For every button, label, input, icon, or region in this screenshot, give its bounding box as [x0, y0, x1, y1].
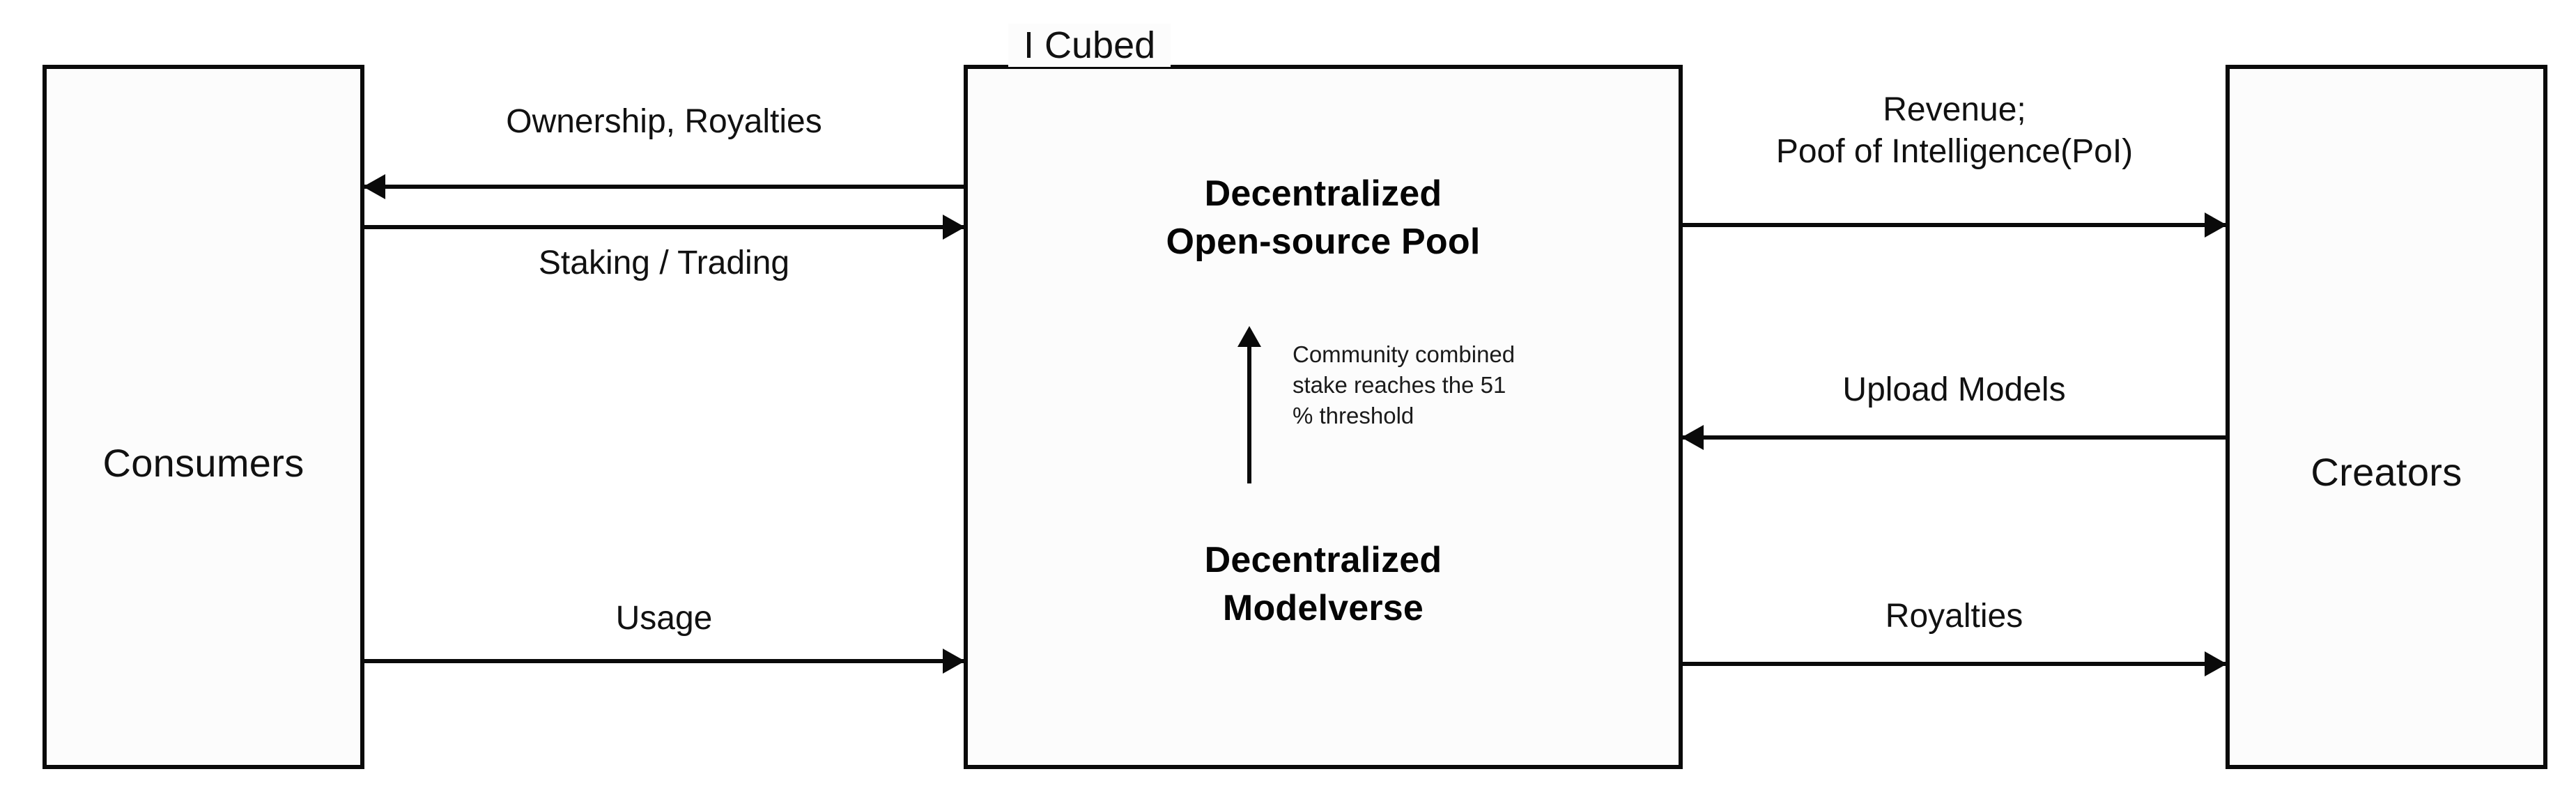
edge-ownership-royalties-label: Ownership, Royalties — [506, 103, 822, 140]
edge-upload-models-label: Upload Models — [1842, 371, 2066, 408]
arrow-head-right-icon — [943, 649, 965, 674]
threshold-note: Community combined stake reaches the 51 … — [1293, 341, 1515, 428]
arrow-head-left-icon — [363, 174, 385, 199]
edge-staking-trading — [364, 215, 965, 240]
edge-usage-label: Usage — [615, 600, 713, 637]
node-i-cubed-title-bottom: Decentralized Modelverse — [1204, 540, 1442, 629]
edge-revenue-poi-label: Revenue; Poof of Intelligence(PoI) — [1775, 91, 2134, 171]
threshold-up-arrow-icon — [1237, 326, 1261, 483]
arrow-head-right-icon — [2205, 651, 2227, 676]
arrow-head-left-icon — [1681, 425, 1704, 450]
edge-revenue-poi — [1683, 212, 2227, 238]
arrow-head-right-icon — [943, 215, 965, 240]
edge-royalties-label: Royalties — [1885, 598, 2023, 635]
edge-staking-trading-label: Staking / Trading — [538, 245, 790, 281]
arrow-head-right-icon — [2205, 212, 2227, 238]
node-i-cubed-title-top: Decentralized Open-source Pool — [1166, 173, 1481, 263]
node-creators: Creators — [2226, 65, 2547, 769]
edge-upload-models — [1681, 425, 2226, 450]
node-consumers: Consumers — [43, 65, 364, 769]
node-i-cubed-legend: I Cubed — [1008, 24, 1171, 67]
node-consumers-label: Consumers — [102, 441, 304, 485]
node-creators-label: Creators — [2311, 450, 2462, 494]
edge-royalties — [1683, 651, 2227, 676]
node-i-cubed — [964, 65, 1683, 769]
edge-usage — [364, 649, 965, 674]
edge-ownership-royalties — [363, 174, 964, 199]
